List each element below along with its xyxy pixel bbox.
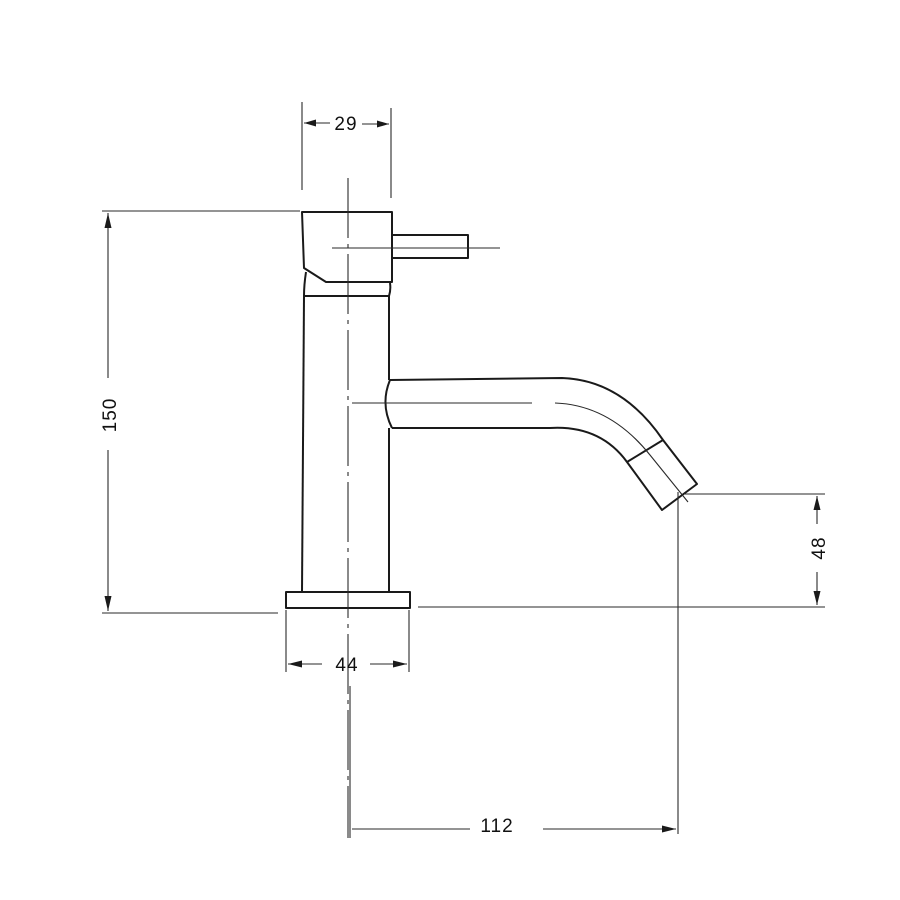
- aerator-line: [626, 439, 664, 463]
- dim-label-44: 44: [335, 655, 358, 676]
- tap-outline: [285, 211, 698, 609]
- handle-head: [301, 211, 393, 283]
- dimension-total-height: 150: [100, 213, 121, 611]
- extension-lines: [102, 102, 825, 838]
- collar: [303, 271, 392, 297]
- dimension-base-width: 44: [288, 655, 407, 676]
- lever: [392, 234, 469, 259]
- dimension-spout-height: 48: [809, 496, 830, 605]
- body-left-edge: [301, 295, 305, 593]
- dim-label-29: 29: [334, 114, 357, 135]
- spout-centerline: [352, 402, 689, 503]
- dimension-handle-width: 29: [304, 114, 389, 135]
- center-lines: [332, 178, 689, 838]
- dim-label-112: 112: [480, 816, 513, 837]
- dimension-spout-reach: 112: [352, 816, 676, 837]
- spout: [384, 377, 698, 511]
- dim-label-150: 150: [100, 398, 121, 433]
- dim-label-48: 48: [809, 536, 830, 559]
